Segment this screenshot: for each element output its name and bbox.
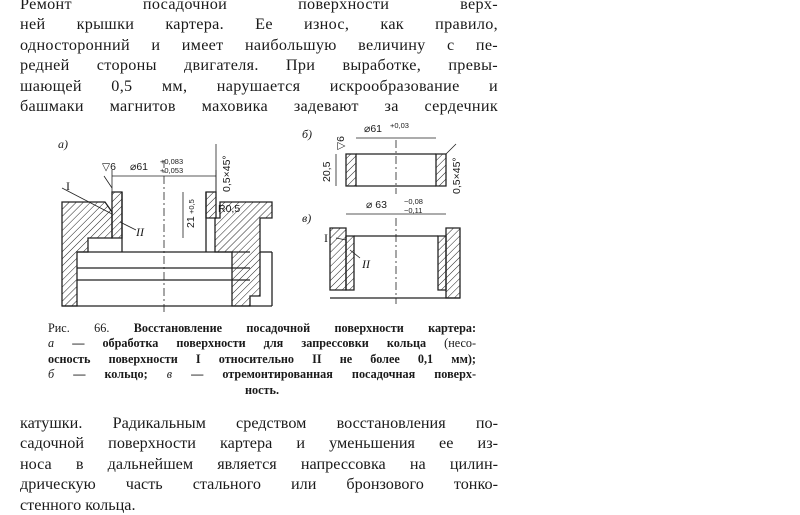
caption-text: — кольцо; — [73, 367, 148, 382]
caption-title: Восстановление посадочной поверхности ка… — [133, 321, 476, 335]
text-line: носа в дальнейшем является напрессовка н… — [20, 454, 498, 473]
dim-chamfer-b: 0,5×45° — [451, 157, 463, 194]
leader-II-a — [119, 221, 137, 231]
text-line: стенного кольца. — [20, 495, 136, 514]
drawing-b — [335, 137, 457, 194]
ring-left-section — [111, 191, 123, 239]
housing-c-left — [329, 227, 347, 291]
ring-b-left — [345, 153, 357, 187]
housing-c-right — [445, 227, 461, 299]
caption-line: ность. — [48, 383, 476, 398]
housing-right-section — [214, 201, 273, 307]
dim-depth-a: 21 — [185, 216, 197, 228]
text-line: катушки. Радикальным средством восстанов… — [20, 414, 498, 432]
drawing-c — [329, 213, 461, 304]
paragraph-bottom: катушки. Радикальным средством восстанов… — [20, 413, 498, 515]
dim-dia-c: ⌀ 63 — [366, 199, 387, 211]
ring-right-section — [205, 191, 217, 219]
caption-key-a: а — [48, 336, 55, 351]
caption-text: — обработка поверхности для запрессовки … — [72, 336, 427, 351]
dim-dia-b-tol: +0,03 — [390, 121, 409, 130]
caption-fig-number: Рис. 66. — [48, 321, 110, 335]
part-label-I-c: I — [324, 231, 328, 245]
text-line: односторонний и имеет наибольшую величин… — [20, 35, 498, 54]
text-line: дрическую часть стального или бронзового… — [20, 475, 498, 494]
text-line: шающей 0,5 мм, нарушается искрообразован… — [20, 76, 498, 95]
dim-dia-a-tol-up: +0,083 — [160, 157, 184, 166]
caption-line: осность поверхности I относительно II не… — [48, 352, 476, 367]
text-line: Ремонт посадочной поверхности верх- — [20, 0, 498, 13]
panel-label-a: а) — [58, 137, 68, 151]
figure-drawing — [61, 137, 461, 314]
dim-dia-c-tol-up: −0,08 — [404, 197, 423, 206]
dim-height-b: 20,5 — [321, 161, 333, 182]
caption-line: Рис. 66. Восстановление посадочной повер… — [48, 321, 476, 336]
caption-text: ность. — [244, 382, 279, 397]
dim-depth-a-tol: +0,5 — [187, 199, 196, 214]
text-line: садочной поверхности картера и уменьшени… — [20, 434, 498, 453]
caption-line: а — обработка поверхности для запрессовк… — [48, 336, 476, 351]
leader-chamfer-b — [445, 143, 457, 155]
surface-mark-b: ▽6 — [335, 136, 347, 150]
ring-c-left — [345, 235, 355, 291]
caption-text: осность поверхности I относительно II не… — [48, 351, 476, 366]
ring-b-right — [435, 153, 447, 187]
ring-c-right — [437, 235, 447, 291]
paragraph-top: Ремонт посадочной поверхности верх- ней … — [20, 0, 498, 116]
caption-text: — отремонтированная посадочная поверх- — [191, 367, 477, 382]
caption-key-b: б — [48, 367, 55, 382]
dim-dia-c-tol-low: −0,11 — [404, 206, 423, 215]
dim-dia-a: ⌀61 — [130, 161, 149, 173]
dim-chamfer-a: 0,5×45° — [221, 155, 233, 192]
surface-mark-a: ▽6 — [102, 161, 116, 173]
housing-left-section — [61, 201, 113, 307]
text-line: башмаки магнитов маховика задевают за се… — [20, 97, 498, 116]
part-label-II-a: II — [136, 225, 144, 239]
panel-label-c: в) — [302, 211, 312, 225]
caption-line: б — кольцо; в — отремонтированная посадо… — [48, 367, 476, 382]
leader-II-c — [349, 249, 361, 259]
panel-label-b: б) — [302, 127, 313, 141]
dim-radius-a: R0,5 — [218, 203, 241, 215]
leader-I-a — [61, 187, 113, 215]
figure-caption: Рис. 66. Восстановление посадочной повер… — [48, 321, 476, 398]
figure-66: а) б) в) I II I II ▽6 ⌀61 +0,083 +0,053 … — [40, 118, 480, 318]
text-line: редней стороны двигателя. При выработке,… — [20, 56, 498, 75]
caption-text: (несо- — [444, 336, 477, 351]
leader-surface-a — [103, 175, 113, 189]
leader-I-c — [335, 237, 347, 241]
part-label-II-c: II — [362, 257, 370, 271]
dim-dia-a-tol-low: +0,053 — [160, 166, 184, 175]
caption-key-c: в — [166, 367, 173, 382]
text-line: ней крышки картера. Ее износ, как правил… — [20, 15, 498, 34]
drawing-a — [61, 144, 273, 314]
dim-dia-b: ⌀61 — [364, 123, 383, 135]
part-label-I-a: I — [66, 179, 70, 193]
